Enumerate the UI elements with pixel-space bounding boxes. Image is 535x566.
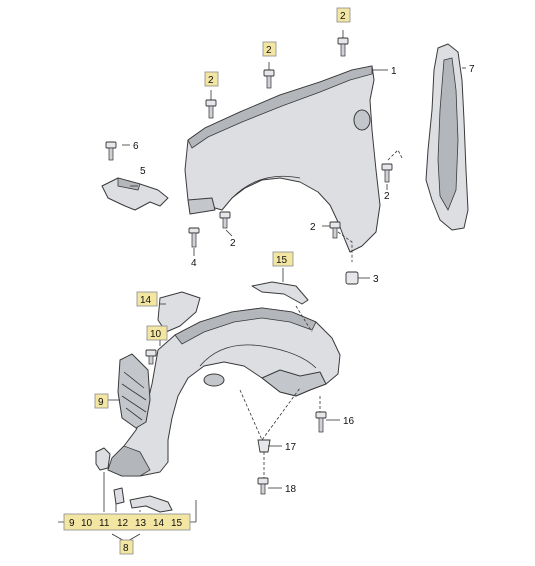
callout-2-f: 2 — [310, 222, 316, 233]
svg-text:2: 2 — [340, 11, 346, 22]
callout-5: 5 — [140, 166, 146, 177]
callout-2-e: 2 — [384, 191, 390, 202]
bottom-label-15: 15 — [171, 518, 183, 529]
screw-18 — [257, 477, 269, 495]
svg-text:6: 6 — [133, 141, 139, 152]
small-clip-12 — [113, 487, 125, 505]
callout-14: 14 — [136, 291, 158, 307]
screw-10 — [145, 349, 157, 365]
svg-text:4: 4 — [191, 258, 197, 269]
screw-2-top — [337, 37, 349, 57]
callout-2-c: 2 — [204, 71, 219, 87]
callout-10: 10 — [146, 325, 168, 341]
callout-3: 3 — [373, 274, 379, 285]
bottom-label-12: 12 — [117, 518, 129, 529]
callout-8: 8 — [119, 539, 134, 555]
callout-2-d: 2 — [230, 238, 236, 249]
svg-text:14: 14 — [140, 295, 152, 306]
clip-4 — [188, 227, 200, 248]
callout-17: 17 — [285, 442, 297, 453]
trim-strip-13 — [129, 495, 173, 513]
svg-text:2: 2 — [266, 45, 272, 56]
svg-text:7: 7 — [469, 64, 475, 75]
callout-16: 16 — [343, 416, 355, 427]
seal-strip-15 — [251, 281, 309, 305]
wheel-arch-liner — [107, 307, 341, 477]
bottom-label-9: 9 — [69, 518, 75, 529]
screw-2-e — [381, 163, 393, 183]
clip-17 — [257, 439, 271, 453]
svg-text:18: 18 — [285, 484, 297, 495]
bottom-row-labels: 9 10 11 12 13 14 15 — [63, 513, 191, 531]
svg-text:10: 10 — [150, 329, 162, 340]
clip-16 — [315, 411, 327, 433]
callout-1: 1 — [391, 66, 397, 77]
fender-side-seal — [425, 43, 469, 231]
svg-text:15: 15 — [276, 255, 288, 266]
svg-text:17: 17 — [285, 442, 297, 453]
bottom-label-10: 10 — [81, 518, 93, 529]
vent-grille — [117, 353, 151, 429]
bottom-label-14: 14 — [153, 518, 165, 529]
callout-15: 15 — [272, 251, 294, 267]
svg-text:1: 1 — [391, 66, 397, 77]
callout-18: 18 — [285, 484, 297, 495]
bottom-label-13: 13 — [135, 518, 147, 529]
screw-6 — [105, 141, 117, 161]
bottom-label-11: 11 — [99, 518, 110, 529]
nut-3 — [345, 271, 359, 285]
svg-text:2: 2 — [384, 191, 390, 202]
callout-7: 7 — [469, 64, 475, 75]
screw-2-c — [205, 99, 217, 119]
svg-text:3: 3 — [373, 274, 379, 285]
svg-text:8: 8 — [123, 543, 129, 554]
svg-text:2: 2 — [230, 238, 236, 249]
callout-9: 9 — [94, 393, 109, 409]
fender-panel — [184, 65, 381, 253]
small-clip-11 — [95, 447, 111, 471]
svg-text:16: 16 — [343, 416, 355, 427]
callout-6: 6 — [133, 141, 139, 152]
callout-2-top: 2 — [336, 7, 351, 23]
svg-text:2: 2 — [310, 222, 316, 233]
screw-2-f — [329, 221, 341, 239]
svg-text:9: 9 — [98, 397, 104, 408]
screw-2-d — [219, 211, 231, 229]
svg-text:5: 5 — [140, 166, 146, 177]
screw-2-b — [263, 69, 275, 89]
callout-2-b: 2 — [262, 41, 277, 57]
seal-strip-14 — [157, 291, 201, 333]
mounting-bracket — [101, 177, 169, 211]
callout-4: 4 — [191, 258, 197, 269]
svg-text:2: 2 — [208, 75, 214, 86]
